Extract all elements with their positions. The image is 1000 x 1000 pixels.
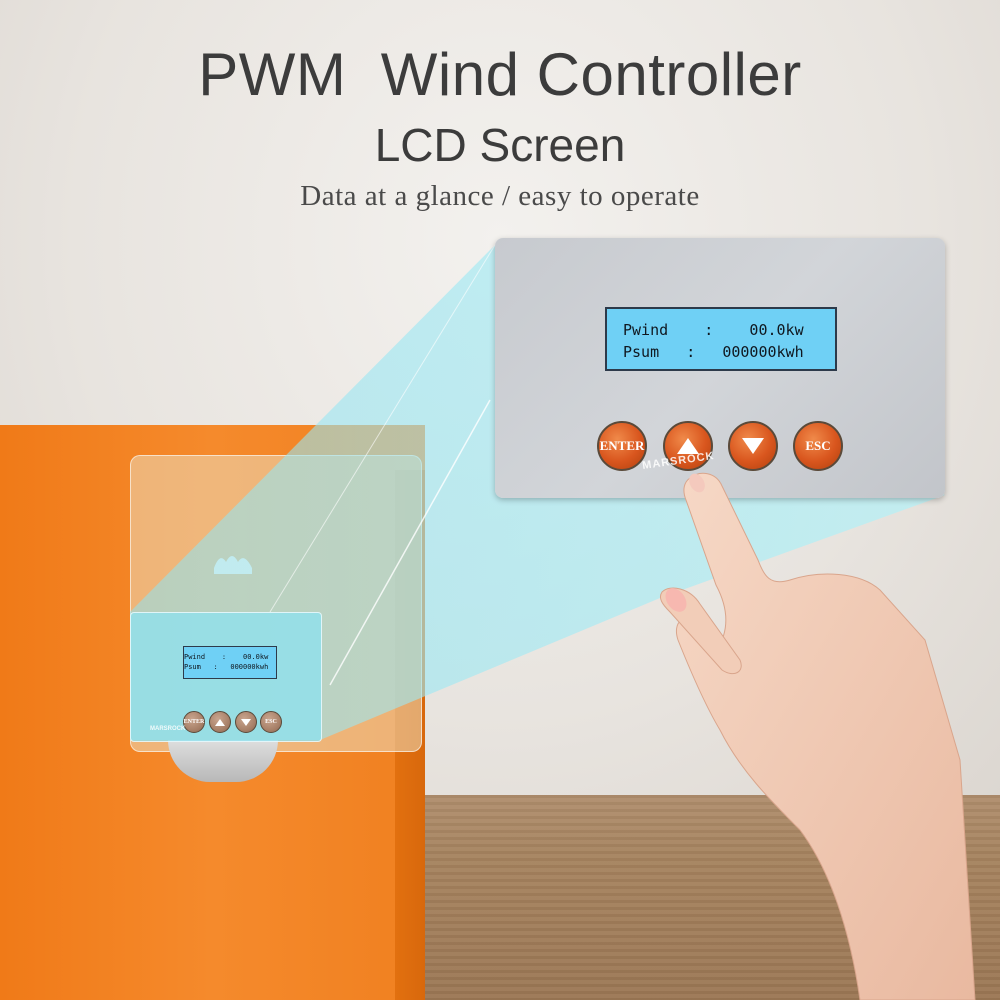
small-up-button[interactable] xyxy=(209,711,231,733)
page-subtitle: LCD Screen xyxy=(374,119,626,171)
small-esc-button[interactable]: ESC xyxy=(260,711,282,733)
small-lcd-line-2: Psum : 000000kwh xyxy=(184,663,269,671)
small-lcd-line-1: Pwind : 00.0kw xyxy=(184,653,269,661)
enter-button[interactable]: ENTER xyxy=(597,421,647,471)
down-button[interactable] xyxy=(728,421,778,471)
lcd-line-psum: Psum : 000000kwh xyxy=(623,343,804,361)
small-brand-watermark: MARSROCK xyxy=(150,726,186,732)
small-enter-label: ENTER xyxy=(183,719,205,725)
enter-label: ENTER xyxy=(599,438,645,453)
lcd-screen: Pwind : 00.0kw Psum : 000000kwh xyxy=(605,307,837,371)
small-enter-button[interactable]: ENTER xyxy=(183,711,205,733)
down-arrow-icon xyxy=(241,718,251,726)
down-arrow-icon xyxy=(742,438,764,454)
lcd-line-pwind: Pwind : 00.0kw xyxy=(623,321,804,339)
small-lcd-screen: Pwind : 00.0kw Psum : 000000kwh xyxy=(183,646,277,679)
esc-button[interactable]: ESC xyxy=(793,421,843,471)
up-button[interactable] xyxy=(663,421,713,471)
page-title: PWM Wind Controller xyxy=(198,41,802,108)
tagline: Data at a glance / easy to operate xyxy=(300,180,700,212)
small-esc-label: ESC xyxy=(265,719,277,725)
esc-label: ESC xyxy=(805,438,831,453)
up-arrow-icon xyxy=(677,438,699,454)
small-down-button[interactable] xyxy=(235,711,257,733)
up-arrow-icon xyxy=(215,718,225,726)
